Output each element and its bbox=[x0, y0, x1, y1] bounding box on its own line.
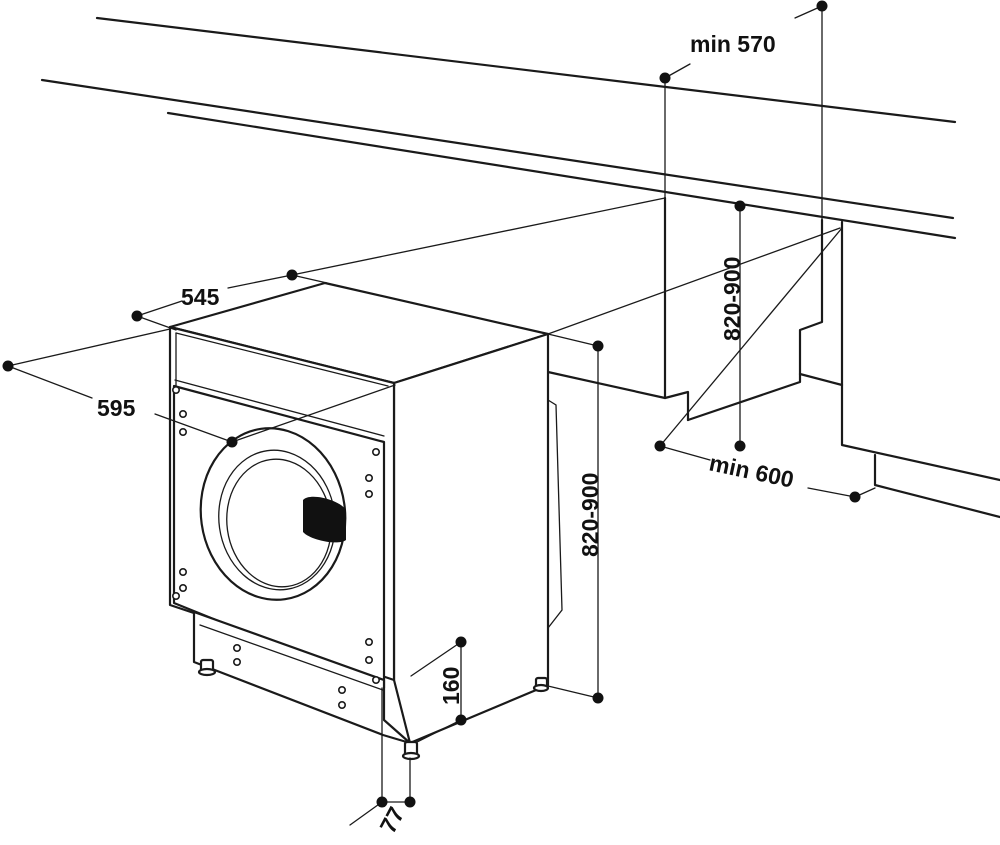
dimension-820-900-rear: 820-900 bbox=[719, 200, 746, 452]
label-820-900-rear: 820-900 bbox=[719, 257, 745, 341]
cabinet-niche bbox=[546, 196, 1000, 519]
label-min-600: min 600 bbox=[707, 449, 796, 492]
door-handle bbox=[303, 496, 346, 543]
fixing-holes bbox=[172, 385, 380, 709]
label-545: 545 bbox=[181, 284, 220, 310]
dimension-595: 595 bbox=[2, 227, 841, 448]
washing-machine bbox=[168, 281, 563, 761]
dimension-160: 160 bbox=[410, 636, 467, 743]
dimension-820-900-front: 820-900 bbox=[547, 333, 604, 704]
dimension-min-570: min 570 bbox=[659, 0, 828, 233]
machine-side bbox=[392, 332, 550, 745]
label-820-900-front: 820-900 bbox=[577, 473, 603, 557]
label-77: 77 bbox=[374, 803, 409, 838]
worktop bbox=[40, 16, 957, 240]
dimension-545: 545 bbox=[131, 197, 666, 331]
label-595: 595 bbox=[97, 395, 136, 421]
label-160: 160 bbox=[438, 667, 464, 705]
label-min-570: min 570 bbox=[690, 31, 776, 57]
